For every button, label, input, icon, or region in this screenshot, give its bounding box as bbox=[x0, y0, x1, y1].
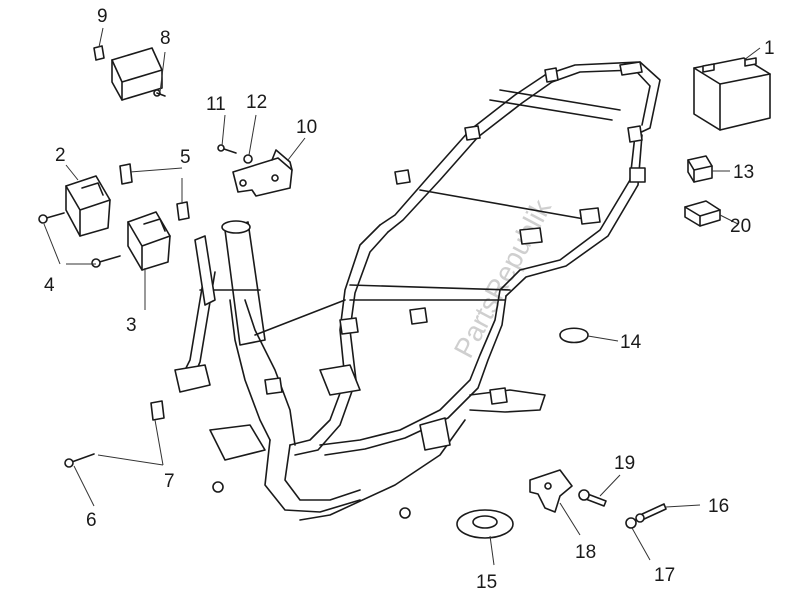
relay-part-13 bbox=[687, 155, 713, 183]
bracket-part-10 bbox=[232, 149, 293, 197]
holder-box-part-2 bbox=[65, 175, 111, 237]
callout-6: 6 bbox=[86, 510, 97, 531]
callout-numbers: 1 2 3 4 5 6 7 8 9 10 11 12 13 14 15 16 1… bbox=[44, 6, 775, 593]
callout-9: 9 bbox=[97, 6, 108, 27]
washer-part-12 bbox=[243, 154, 253, 164]
callout-14: 14 bbox=[620, 332, 642, 353]
horn-part-15 bbox=[456, 509, 514, 539]
screw-part-11 bbox=[217, 144, 237, 154]
screw-part-4b bbox=[91, 255, 121, 268]
clip-part-5b bbox=[176, 201, 190, 221]
callout-5: 5 bbox=[180, 147, 191, 168]
screw-part-4a bbox=[38, 212, 65, 224]
leader-lines bbox=[43, 27, 761, 566]
callout-15: 15 bbox=[476, 572, 497, 593]
callout-10: 10 bbox=[296, 117, 317, 138]
scooter-frame bbox=[174, 61, 661, 521]
callout-7: 7 bbox=[164, 471, 175, 492]
callout-12: 12 bbox=[246, 92, 267, 113]
clip-nut-part-9 bbox=[93, 45, 105, 61]
callout-2: 2 bbox=[55, 145, 66, 166]
horn-bracket-part-18 bbox=[529, 469, 573, 513]
screw-part-6 bbox=[64, 453, 95, 468]
callout-20: 20 bbox=[730, 216, 751, 237]
bolt-part-19 bbox=[578, 489, 607, 507]
watermark: PartsRepublik bbox=[448, 193, 558, 362]
callout-13: 13 bbox=[733, 162, 754, 183]
callout-16: 16 bbox=[708, 496, 729, 517]
callout-8: 8 bbox=[160, 28, 171, 49]
clip-part-5a bbox=[119, 163, 133, 185]
battery-part-1 bbox=[693, 57, 771, 131]
ecu-part-8 bbox=[111, 47, 166, 101]
callout-11: 11 bbox=[206, 94, 226, 115]
callout-18: 18 bbox=[575, 542, 596, 563]
callout-1: 1 bbox=[764, 38, 775, 59]
callout-17: 17 bbox=[654, 565, 675, 586]
relay-holder-part-20 bbox=[684, 200, 721, 227]
callout-3: 3 bbox=[126, 315, 137, 336]
ring-part-14 bbox=[559, 327, 589, 344]
watermark-text: PartsRepublik bbox=[448, 193, 558, 362]
holder-box-part-3 bbox=[127, 211, 171, 271]
callout-4: 4 bbox=[44, 275, 55, 296]
clip-part-7 bbox=[150, 400, 165, 421]
washer-part-17 bbox=[625, 517, 637, 529]
bolt-part-16 bbox=[635, 503, 667, 523]
callout-19: 19 bbox=[614, 453, 635, 474]
